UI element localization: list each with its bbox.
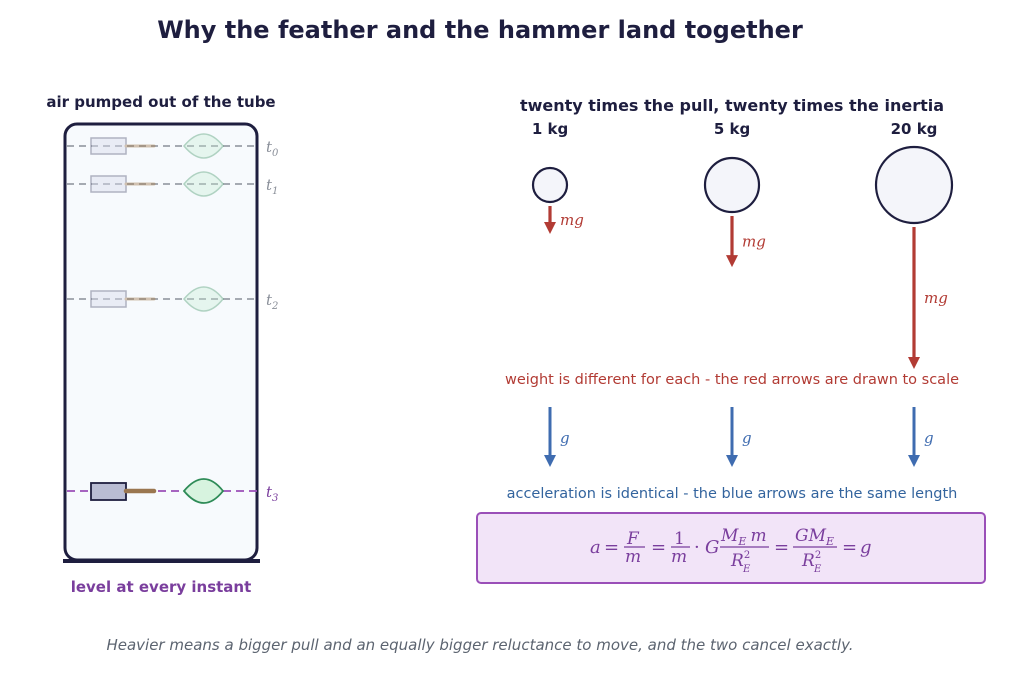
time-label-t2: t2 xyxy=(266,291,278,312)
footer-note: Heavier means a bigger pull and an equal… xyxy=(106,636,854,654)
page-title: Why the feather and the hammer land toge… xyxy=(157,16,803,44)
svg-text:MEm: MEm xyxy=(720,526,767,548)
svg-text:E: E xyxy=(813,564,822,575)
acceleration-note: acceleration is identical - the blue arr… xyxy=(506,486,958,502)
masses-heading: twenty times the pull, twenty times the … xyxy=(519,96,945,115)
svg-text:1: 1 xyxy=(674,529,685,549)
svg-text:=: = xyxy=(604,537,619,558)
time-label-t3: t3 xyxy=(266,483,278,504)
weight-label: mg xyxy=(924,289,948,307)
weight-label: mg xyxy=(560,211,584,229)
weight-arrow-20kg: mg xyxy=(908,227,948,369)
weight-note: weight is different for each - the red a… xyxy=(504,372,960,388)
mass-balls xyxy=(531,145,954,225)
svg-text:=: = xyxy=(842,537,857,558)
svg-text:G: G xyxy=(705,537,719,558)
vacuum-tube xyxy=(63,122,260,563)
svg-text:m: m xyxy=(671,547,687,567)
time-label-t1: t1 xyxy=(266,176,278,197)
svg-text:R2: R2 xyxy=(801,550,821,571)
mass-label-1kg: 1 kg xyxy=(531,120,569,138)
svg-text:=: = xyxy=(651,537,666,558)
mass-ball-1kg xyxy=(531,166,569,204)
mass-label-20kg: 20 kg xyxy=(890,120,938,138)
svg-text:a: a xyxy=(590,537,601,558)
acceleration-arrow-1kg: g xyxy=(544,407,570,467)
feather-icon xyxy=(183,171,224,197)
feather-icon xyxy=(183,133,224,159)
hammer-icon xyxy=(90,482,157,501)
svg-text:·: · xyxy=(694,537,700,558)
acceleration-arrow-20kg: g xyxy=(908,407,934,467)
formula-box xyxy=(476,512,986,584)
svg-text:R2: R2 xyxy=(730,550,750,571)
weight-arrow-5kg: mg xyxy=(726,216,766,268)
hammer-ghosts xyxy=(90,137,156,308)
time-labels: t0 t1 t2 t3 xyxy=(266,138,279,504)
feather-icon xyxy=(183,286,224,312)
acceleration-arrows: g g g xyxy=(544,407,934,467)
time-label-t0: t0 xyxy=(266,138,279,159)
hammer-icon xyxy=(90,137,156,155)
hammer-icon xyxy=(90,290,156,308)
weight-arrow-1kg: mg xyxy=(544,206,584,234)
svg-text:=: = xyxy=(774,537,789,558)
feather-icon xyxy=(182,478,225,504)
feather-ghosts xyxy=(183,133,224,312)
acceleration-label: g xyxy=(742,429,752,447)
svg-text:m: m xyxy=(625,547,641,567)
weight-arrows: mg mg mg xyxy=(544,206,948,369)
mass-ball-20kg xyxy=(874,145,954,225)
acceleration-label: g xyxy=(560,429,570,447)
weight-label: mg xyxy=(742,233,766,251)
mass-label-5kg: 5 kg xyxy=(713,120,751,138)
tube-heading: air pumped out of the tube xyxy=(46,93,276,111)
svg-text:E: E xyxy=(742,564,751,575)
svg-text:g: g xyxy=(860,537,872,558)
acceleration-arrow-5kg: g xyxy=(726,407,752,467)
tube-caption: level at every instant xyxy=(70,578,252,596)
svg-text:GME: GME xyxy=(795,526,834,548)
hammer-icon xyxy=(90,175,156,193)
mass-ball-5kg xyxy=(703,156,761,214)
svg-text:F: F xyxy=(626,529,640,549)
acceleration-label: g xyxy=(924,429,934,447)
